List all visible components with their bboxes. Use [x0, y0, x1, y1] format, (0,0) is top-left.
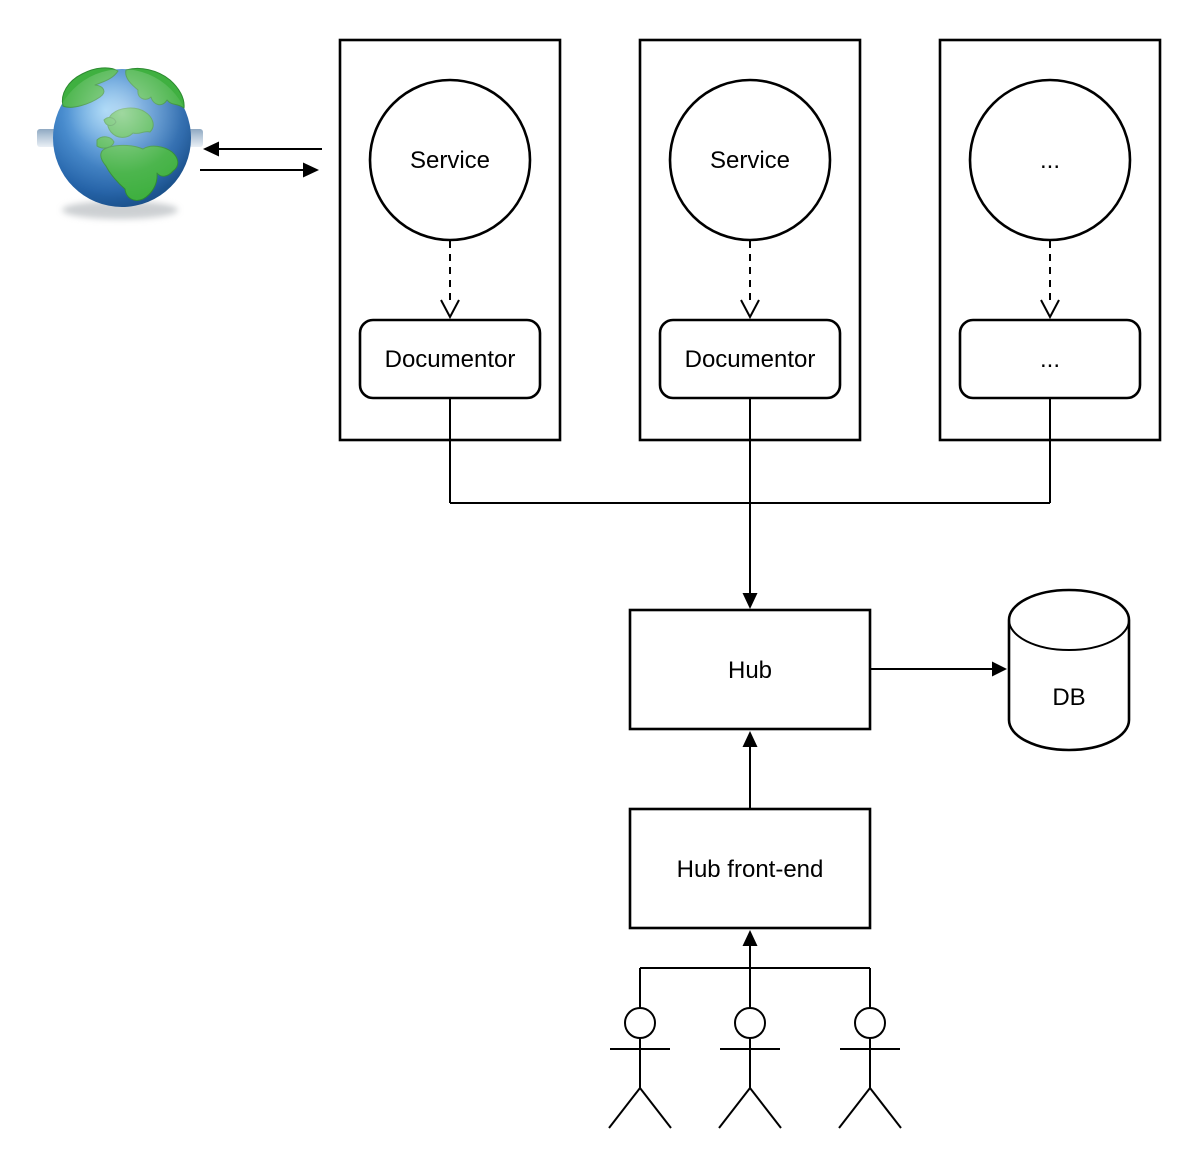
- globe-shadow: [62, 201, 178, 219]
- user-figure: [838, 1007, 902, 1129]
- internet-request-arrow: [200, 162, 319, 178]
- pipeline-group-1: Service Documentor: [338, 38, 562, 442]
- hub-label: Hub: [728, 657, 772, 684]
- service-label-2: Service: [710, 147, 790, 174]
- frontend-to-hub-arrow: [742, 731, 758, 809]
- users-to-frontend-connector: [639, 930, 871, 1008]
- hub-box: [628, 608, 872, 731]
- globe-gloss: [53, 69, 191, 207]
- service-label-1: Service: [410, 147, 490, 174]
- pipeline-group-3: ... ...: [938, 38, 1162, 442]
- hub-to-db-arrow: [870, 661, 1007, 677]
- hub-in-arrowhead: [742, 593, 758, 609]
- db-cylinder-rim: [1008, 619, 1130, 651]
- hub-frontend-box: [628, 807, 872, 930]
- service-circle-3: [968, 78, 1132, 242]
- hub-node: Hub: [628, 608, 872, 731]
- hub-frontend-node: Hub front-end: [628, 807, 872, 930]
- open-arrowhead-3: [1040, 299, 1060, 320]
- pipeline-group-2: Service Documentor: [638, 38, 862, 442]
- documentor-label-1: Documentor: [385, 346, 516, 373]
- globe-icon: [37, 67, 203, 219]
- service-circle-1: [368, 78, 532, 242]
- db-cylinder: [1007, 588, 1131, 752]
- db-label: DB: [1052, 684, 1085, 711]
- documentors-to-hub-connector: [449, 398, 1051, 609]
- user-figure: [718, 1007, 782, 1129]
- open-arrowhead-1: [440, 299, 460, 320]
- open-arrowhead-2: [740, 299, 760, 320]
- service-circle-2: [668, 78, 832, 242]
- service-label-3: ...: [1040, 147, 1060, 174]
- internet-response-arrow: [203, 141, 322, 157]
- globe-band-left: [37, 129, 57, 147]
- documentor-label-3: ...: [1040, 346, 1060, 373]
- user-figure: [608, 1007, 672, 1129]
- db-node: DB: [1007, 588, 1131, 752]
- hub-frontend-label: Hub front-end: [677, 856, 824, 883]
- documentor-label-2: Documentor: [685, 346, 816, 373]
